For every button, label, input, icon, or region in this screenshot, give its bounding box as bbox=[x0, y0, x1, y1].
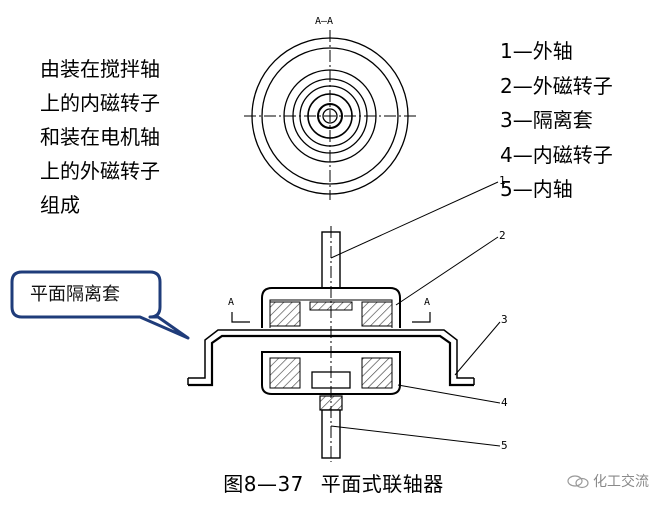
legend-item: 2—外磁转子 bbox=[500, 73, 613, 98]
description-line: 上的外磁转子 bbox=[40, 159, 160, 183]
legend-item: 5—内轴 bbox=[500, 177, 573, 201]
figure-number: 图8—37 bbox=[223, 472, 304, 496]
part-number-4-label: 4 bbox=[501, 396, 508, 409]
figure-title: 平面式联轴器 bbox=[320, 472, 444, 496]
part-number-2-label: 2 bbox=[499, 229, 506, 242]
description-line: 组成 bbox=[40, 193, 80, 217]
part-number-5-label: 5 bbox=[501, 439, 508, 452]
description-text: 由装在搅拌轴 上的内磁转子 和装在电机轴 上的外磁转子 组成 bbox=[40, 52, 200, 222]
legend-item: 4—内磁转子 bbox=[500, 142, 613, 167]
wechat-icon bbox=[566, 475, 589, 489]
part-number-3-label: 3 bbox=[501, 313, 508, 326]
description-line: 上的内磁转子 bbox=[40, 91, 160, 115]
section-mark-right: A bbox=[424, 297, 430, 308]
watermark: 化工交流 bbox=[566, 471, 649, 491]
legend-item: 3—隔离套 bbox=[500, 108, 593, 132]
section-view-top bbox=[244, 30, 416, 200]
section-mark-left: A bbox=[228, 297, 234, 308]
legend-item: 1—外轴 bbox=[500, 39, 573, 63]
section-label-aa: A—A bbox=[315, 16, 333, 27]
coupling-section-view bbox=[187, 181, 501, 462]
callout-label: 平面隔离套 bbox=[30, 284, 120, 305]
figure-caption: 图8—37 平面式联轴器 bbox=[0, 468, 667, 497]
part-number-1-label: 1 bbox=[499, 174, 506, 187]
watermark-text: 化工交流 bbox=[593, 474, 649, 490]
callout-box bbox=[10, 270, 190, 340]
description-line: 和装在电机轴 bbox=[40, 125, 160, 149]
parts-legend: 1—外轴 2—外磁转子 3—隔离套 4—内磁转子 5—内轴 bbox=[500, 34, 660, 207]
description-line: 由装在搅拌轴 bbox=[40, 57, 160, 81]
